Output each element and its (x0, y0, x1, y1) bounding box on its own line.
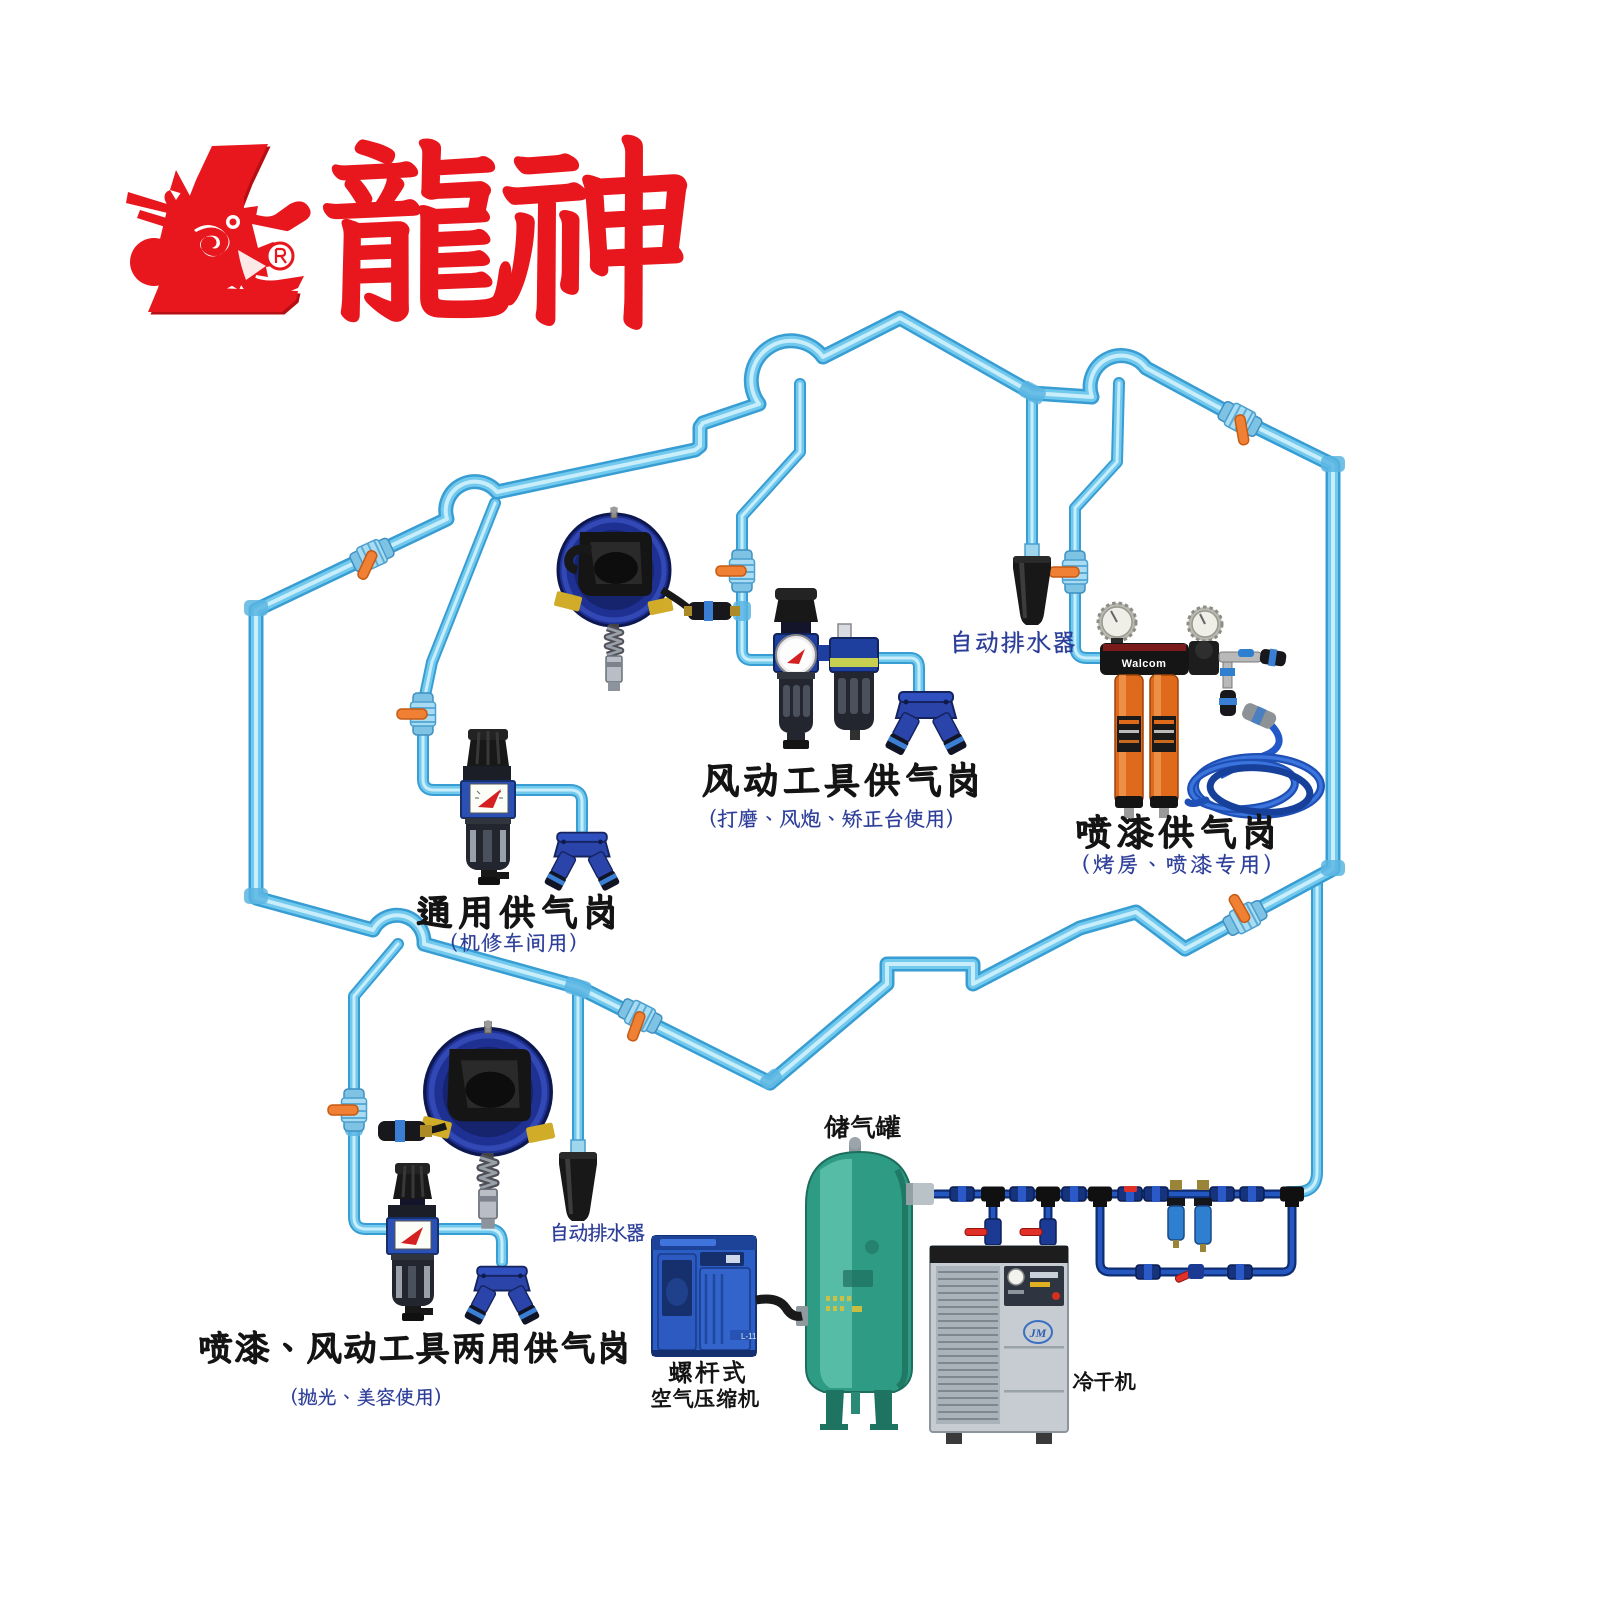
svg-text:Walcom: Walcom (1122, 658, 1167, 670)
svg-text:L-11: L-11 (741, 1332, 757, 1341)
svg-text:JM: JM (1029, 1326, 1047, 1340)
